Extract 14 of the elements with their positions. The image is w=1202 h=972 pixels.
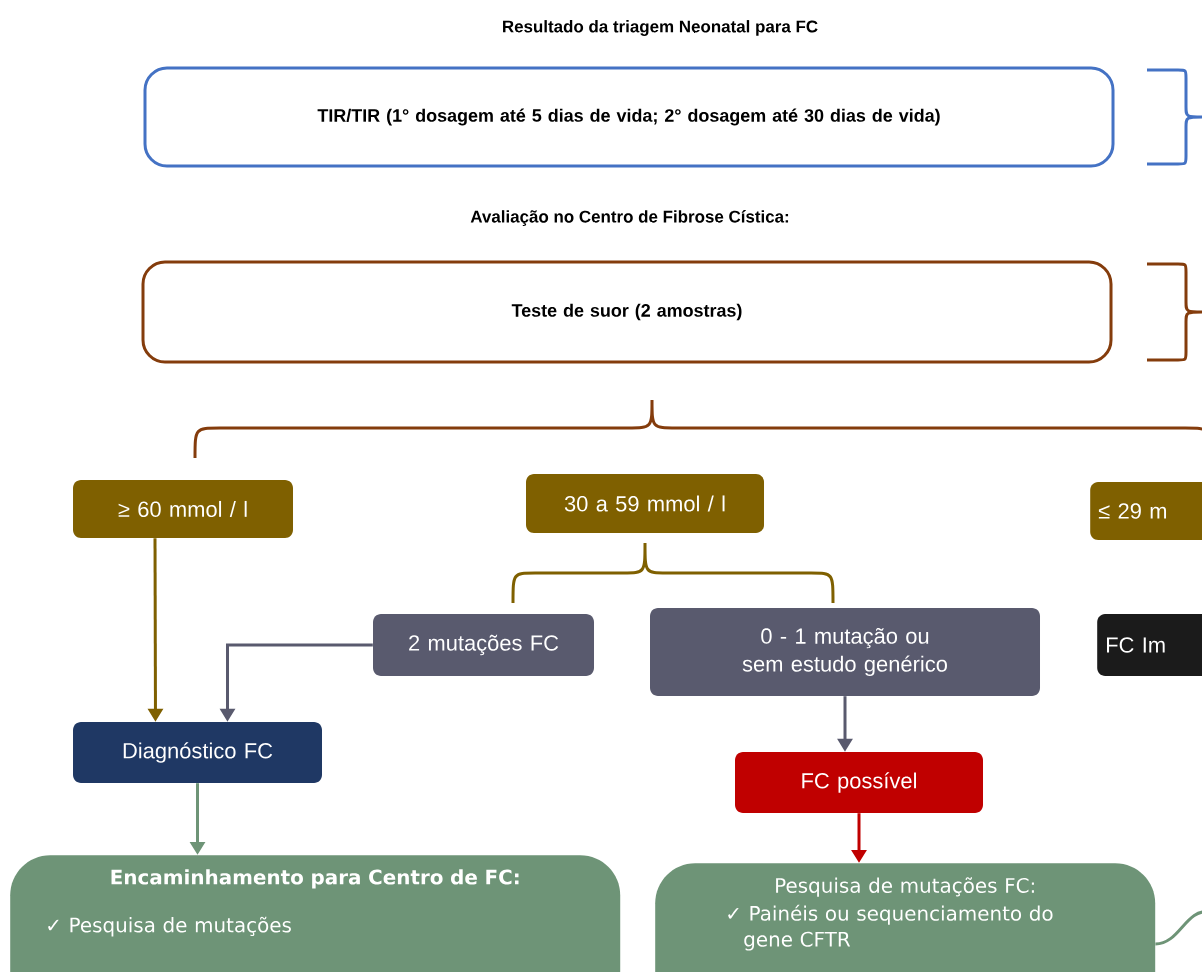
process-box: 2 mutações FC [373,614,594,676]
process-box: ≥ 60 mmol / l [73,480,293,538]
process-box: 30 a 59 mmol / l [526,474,764,533]
process-box: 0 - 1 mutação ou sem estudo genérico [650,608,1040,696]
process-box: Diagnóstico FC [73,722,322,783]
title: Resultado da triagem Neonatal para FC [503,20,818,36]
process-box: Teste de suor (2 amostras) [141,260,1113,364]
heading: Avaliação no Centro de Fibrose Cística: [470,210,789,226]
action-box: Pesquisa de mutações FC: ✓ Painéis ou sequenciamento do gene CFTR [655,863,1156,972]
process-box: TIR/TIR (1° dosagem até 5 dias de vida; 2° dosagem até 30 dias de vida) [143,66,1115,168]
process-box: FC Im [1097,614,1202,676]
process-box: ≤ 29 m [1090,482,1202,540]
action-box: Encaminhamento para Centro de FC: ✓ Pesquisa de mutações [10,855,621,972]
process-box: FC possível [735,752,983,813]
